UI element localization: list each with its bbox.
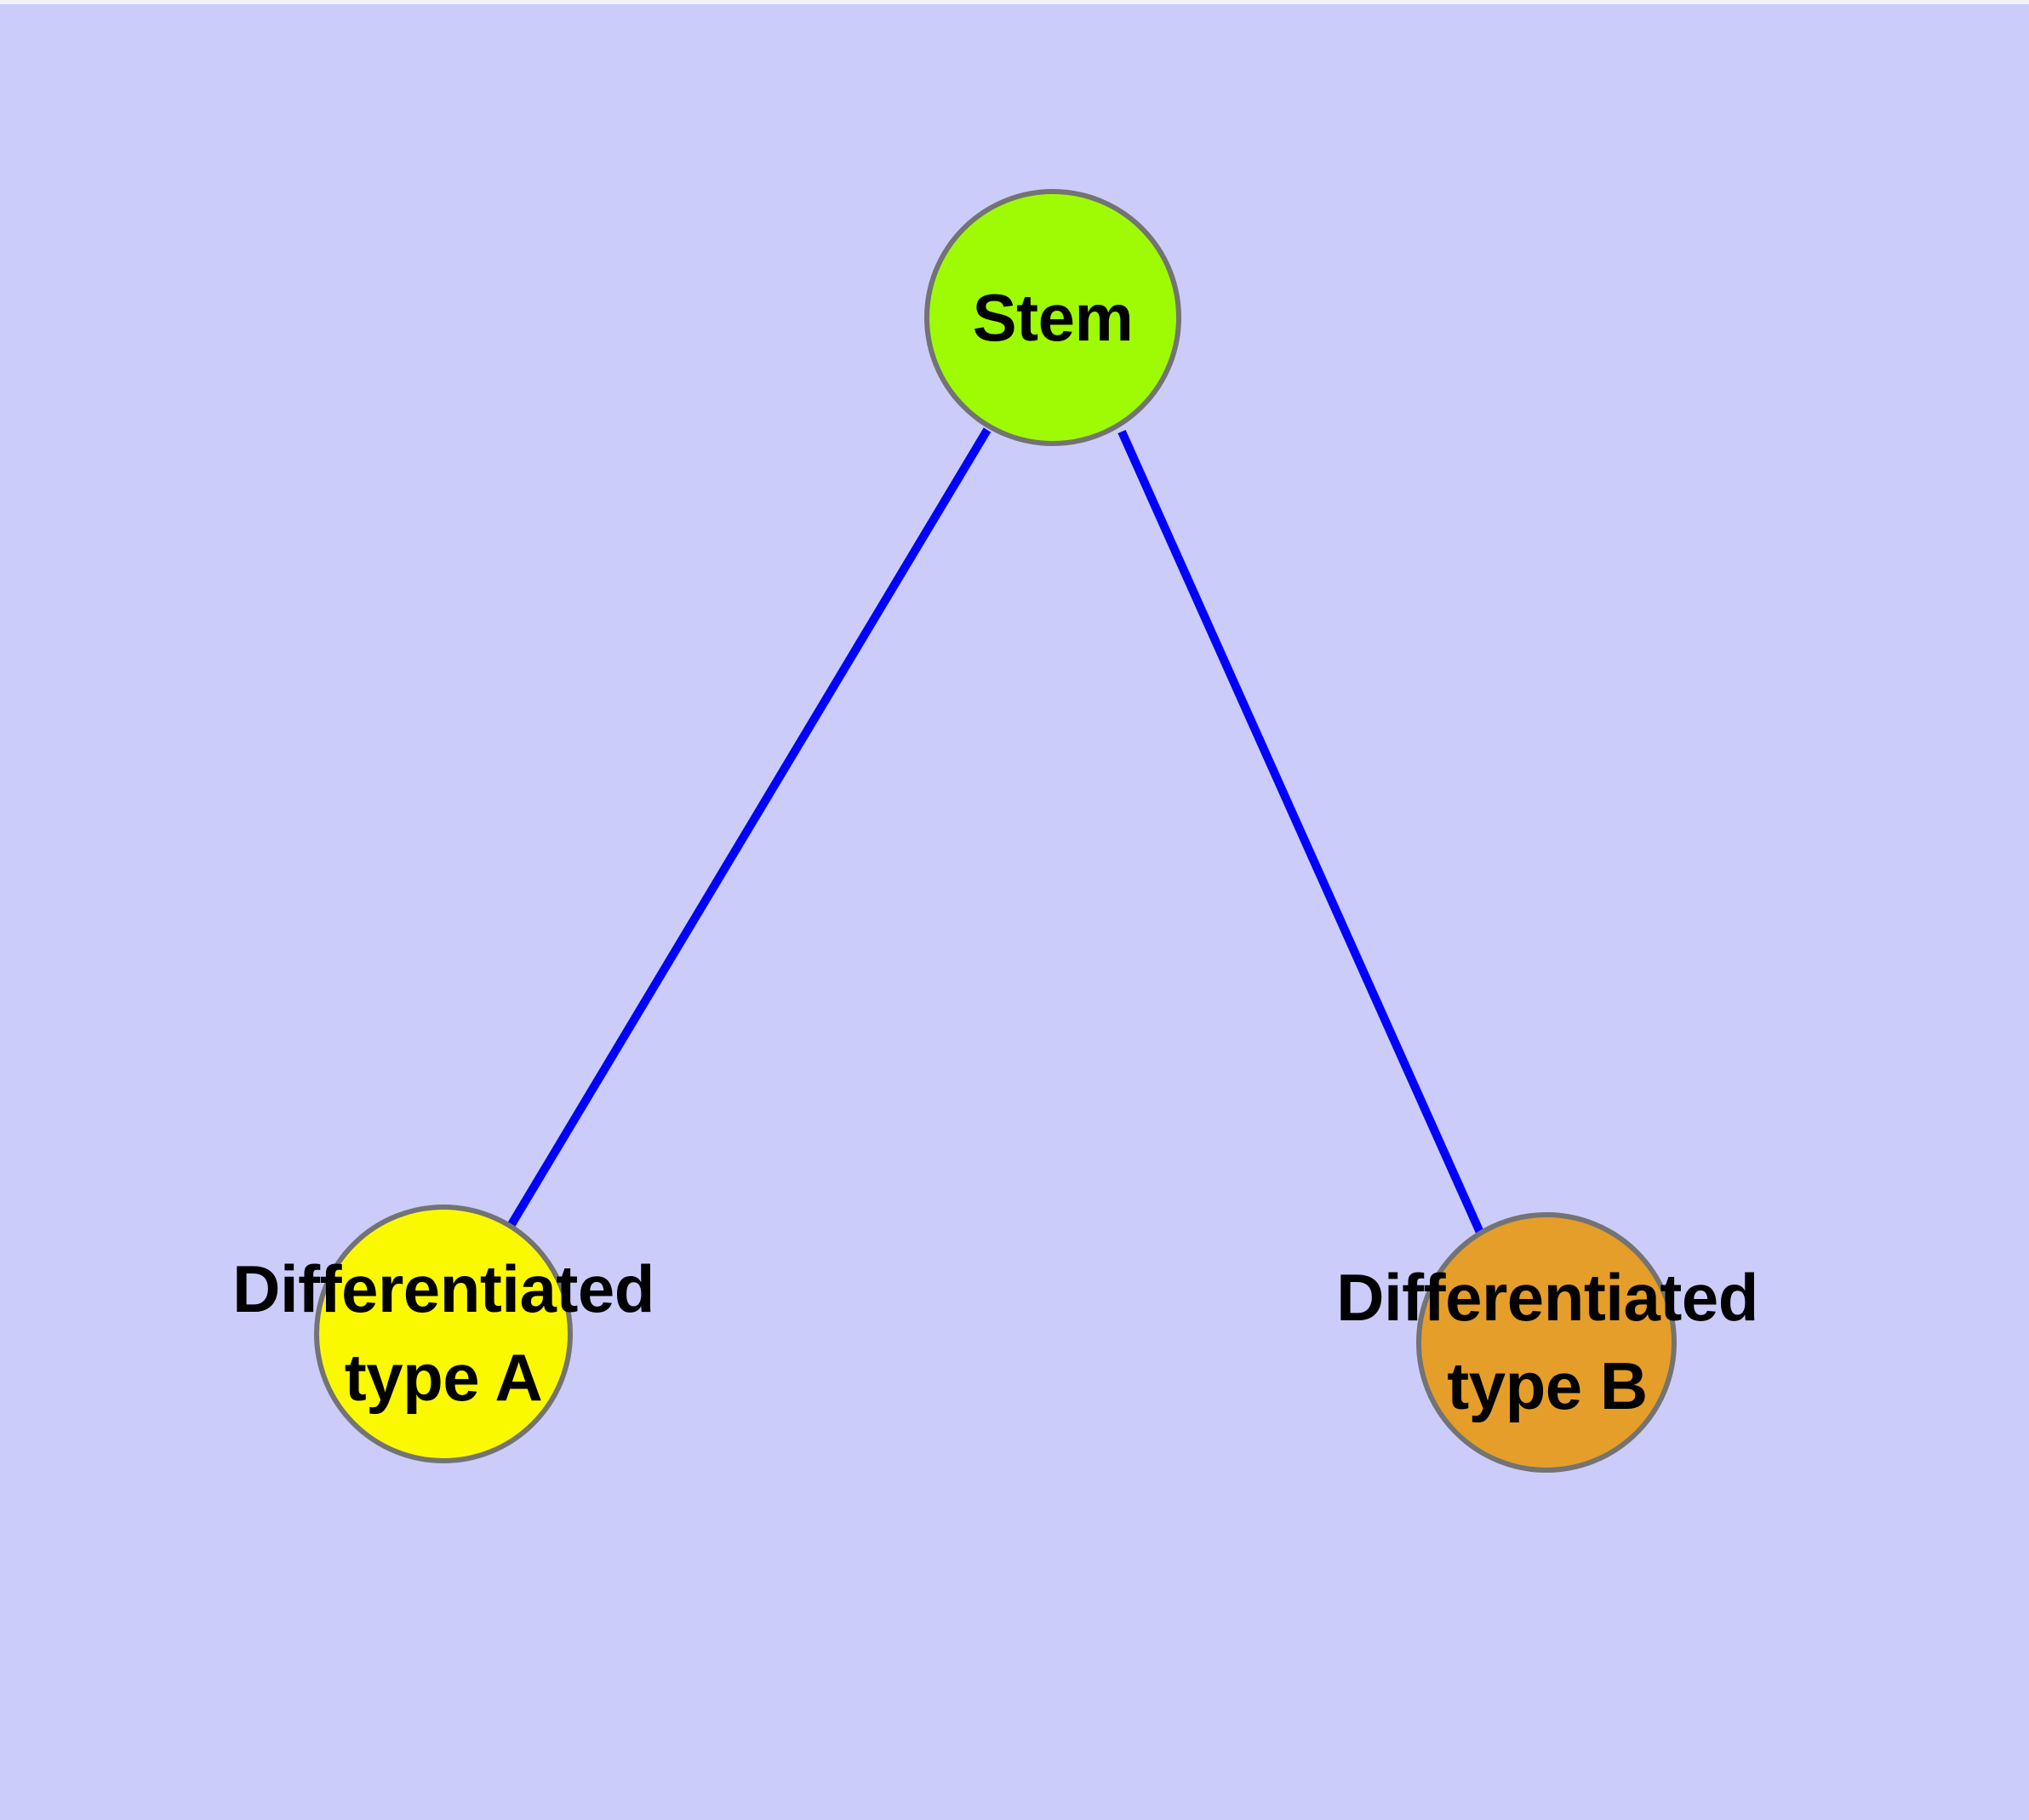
node-differentiated-type-a[interactable] — [314, 1205, 573, 1463]
node-differentiated-type-b[interactable] — [1416, 1212, 1677, 1473]
canvas-top-border — [0, 0, 2029, 4]
edge-stem-to-diff-a — [506, 427, 992, 1228]
node-stem[interactable] — [924, 189, 1181, 446]
edge-stem-to-diff-b — [1117, 429, 1485, 1237]
